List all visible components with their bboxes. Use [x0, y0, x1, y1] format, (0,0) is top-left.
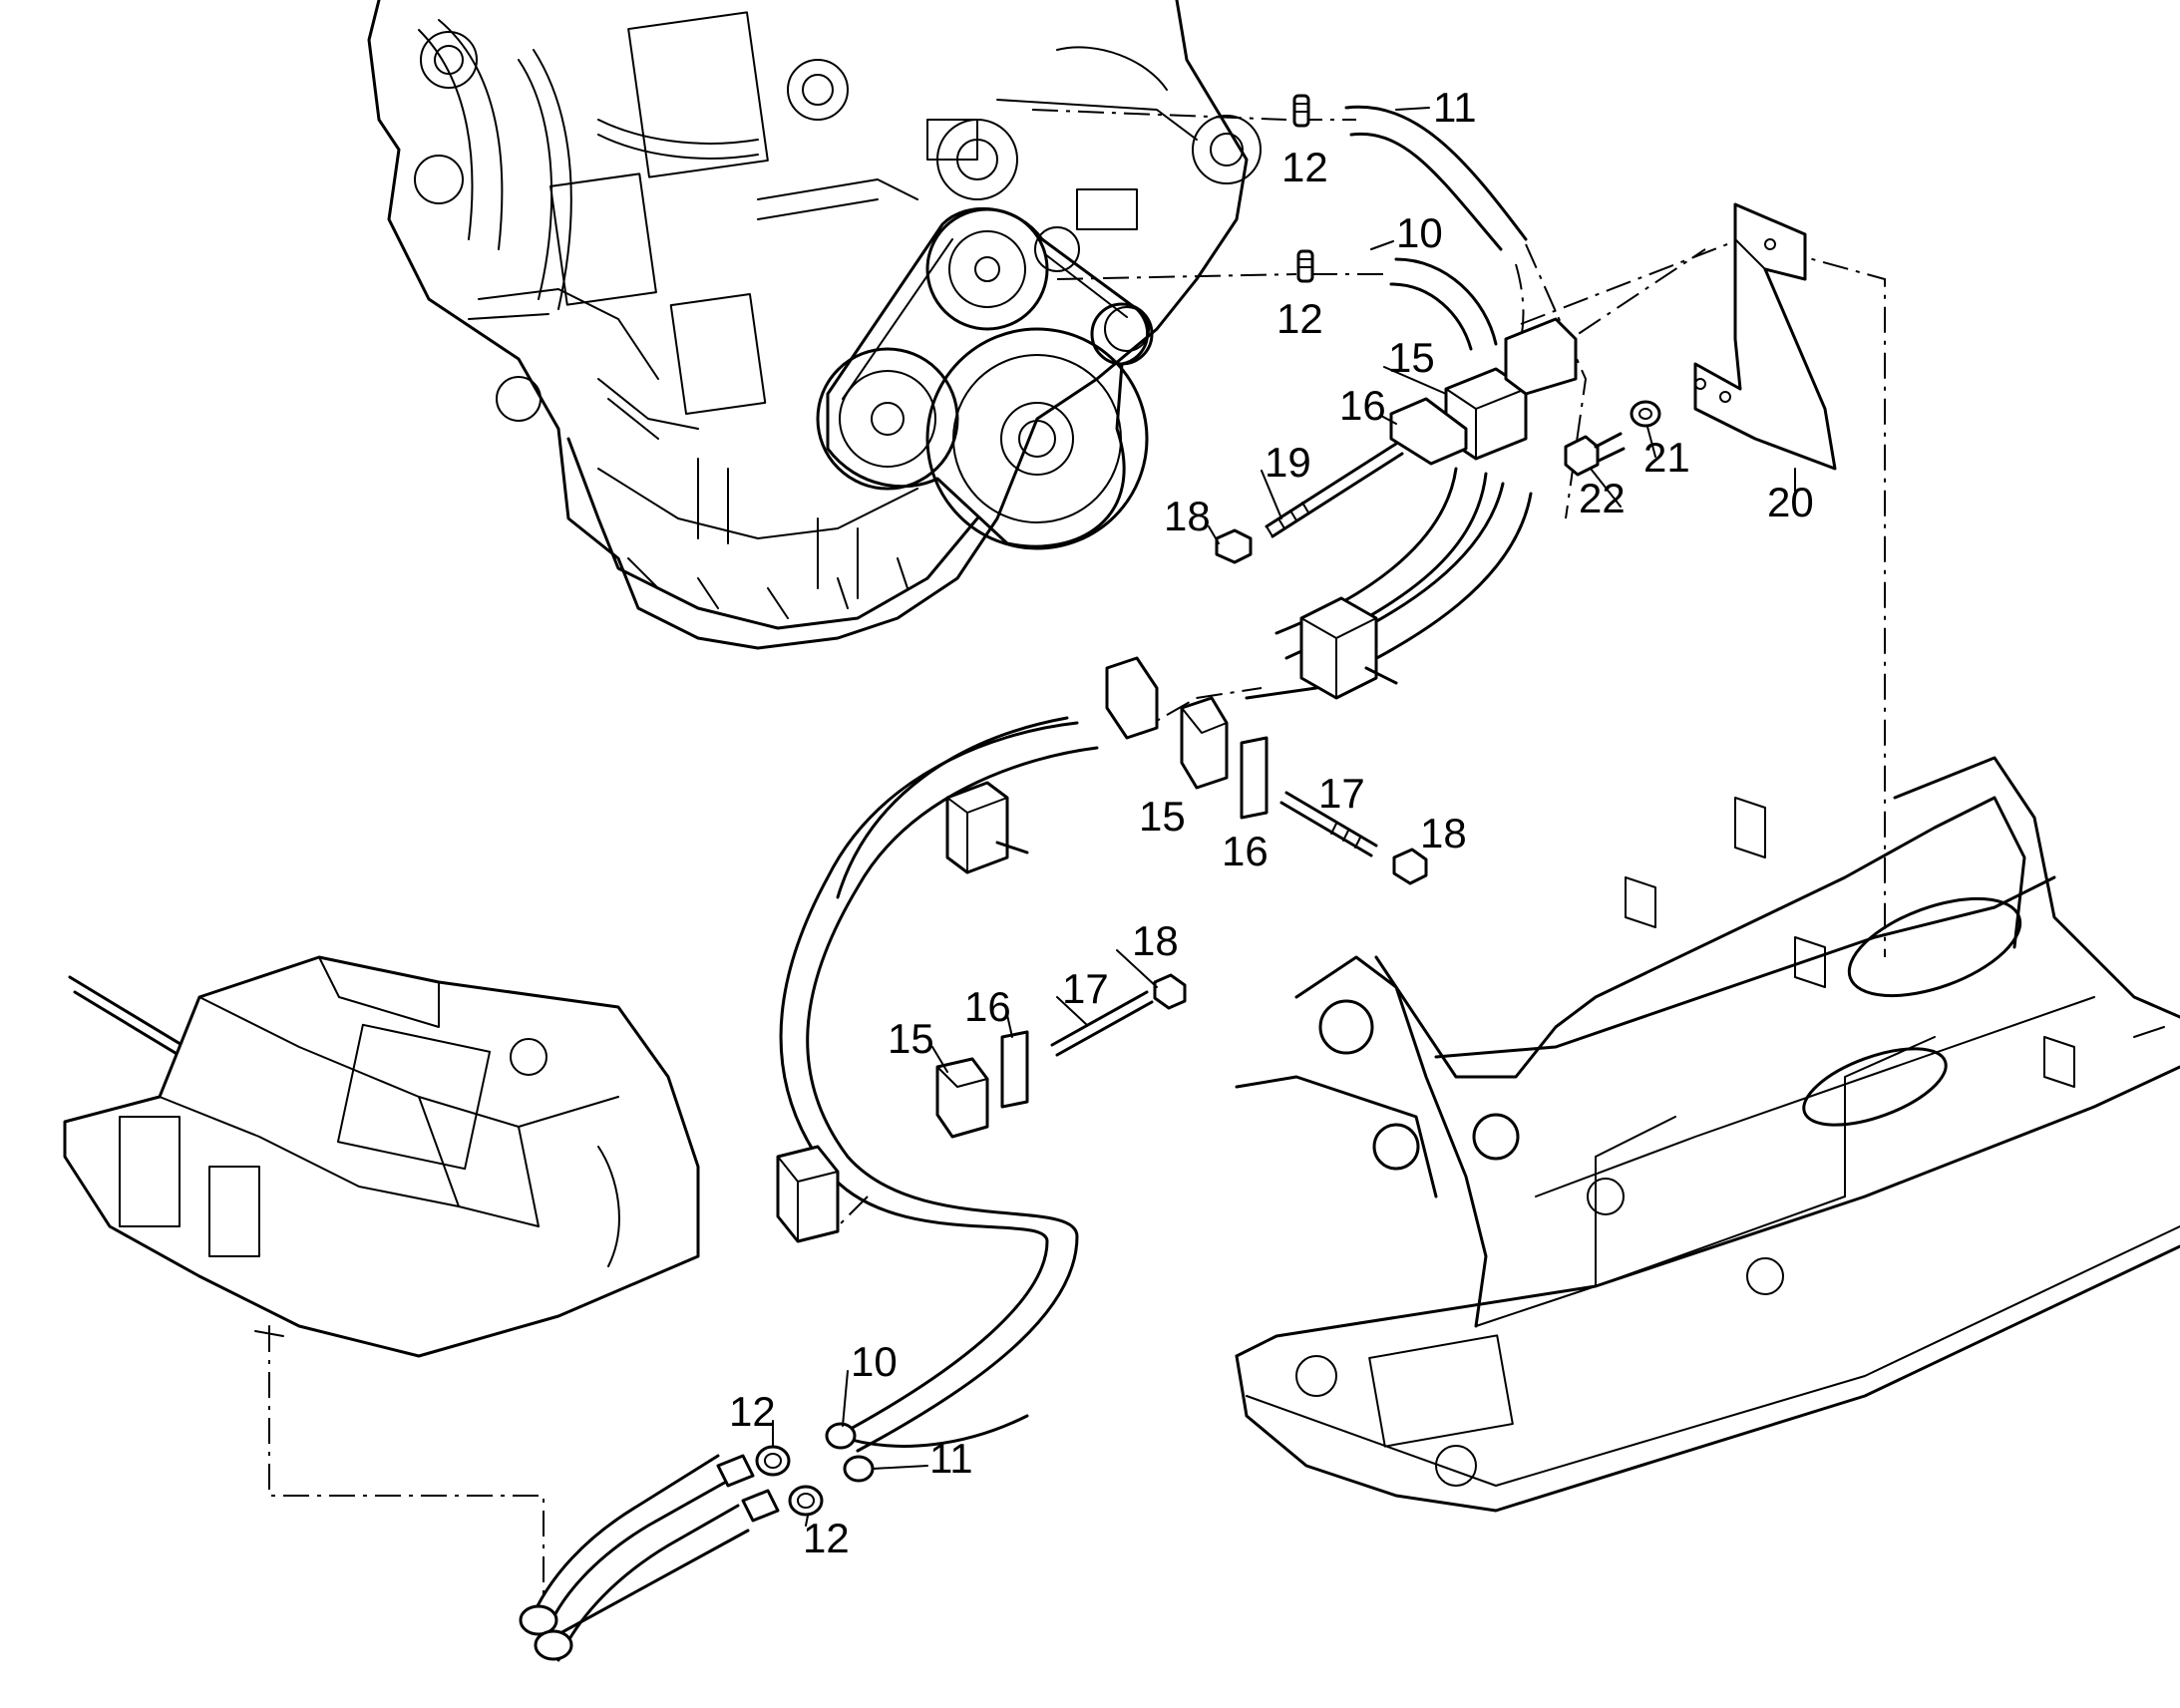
callout-15-low: 15	[888, 1015, 934, 1062]
callout-10-bottom: 10	[851, 1338, 898, 1385]
callout-12-bottom-a: 12	[729, 1388, 776, 1435]
nut-top	[1215, 528, 1253, 564]
stud-bolt-19	[1265, 442, 1404, 538]
callout-16-low: 16	[964, 983, 1011, 1030]
clamp-block-bottom	[776, 1145, 840, 1243]
heater-unit	[63, 955, 700, 1358]
callout-leaders	[772, 107, 1796, 1527]
callout-12-top: 12	[1281, 144, 1328, 190]
callout-labels: 11 12 10 12 15 16 19 18 22 21 20 17 18 1…	[729, 84, 1814, 1561]
callout-18-low: 18	[1132, 917, 1179, 964]
callout-11-top: 11	[1433, 84, 1477, 131]
callout-17-mid: 17	[1318, 770, 1365, 817]
callout-12-bottom-b: 12	[803, 1515, 850, 1561]
hose-clamp-upper	[1296, 249, 1314, 283]
nut-mid	[1392, 848, 1428, 885]
callout-18-top: 18	[1164, 493, 1211, 539]
assembly-lines	[268, 109, 1886, 1595]
nut-low	[1153, 973, 1187, 1010]
callout-16-mid: 16	[1222, 828, 1269, 874]
callout-20: 20	[1767, 479, 1814, 525]
heater-hose-11	[779, 105, 1533, 1453]
callout-12-mid: 12	[1276, 295, 1323, 342]
washer-21	[1630, 400, 1661, 428]
callout-17-low: 17	[1062, 965, 1109, 1012]
clamp-plate-low	[1000, 1030, 1029, 1109]
heater-pipes	[519, 1454, 780, 1662]
clamp-assembly-mid	[1299, 596, 1398, 700]
clamp-assembly-lower	[945, 781, 1029, 874]
callout-15-mid: 15	[1139, 793, 1186, 840]
clamp-block-mid	[1105, 656, 1229, 790]
callout-10-top: 10	[1396, 209, 1443, 256]
bolt-17-mid	[1279, 791, 1378, 857]
clamp-plate-top	[1389, 397, 1468, 466]
hose-clamp-top	[1292, 94, 1310, 128]
callout-16-top: 16	[1339, 382, 1386, 429]
bracket-20	[1693, 202, 1837, 471]
clamp-plate-mid	[1240, 736, 1269, 820]
engine-assembly	[367, 0, 1262, 650]
callout-15-top: 15	[1388, 334, 1435, 381]
clamp-block-low	[935, 1057, 989, 1139]
callout-18-mid: 18	[1420, 810, 1467, 856]
callout-11-bottom: 11	[929, 1435, 973, 1482]
upper-frame	[1235, 756, 2180, 1513]
callout-19: 19	[1265, 439, 1311, 486]
hose-ends	[825, 1422, 875, 1483]
bolt-22	[1564, 432, 1626, 477]
bolt-17-low	[1050, 990, 1154, 1057]
